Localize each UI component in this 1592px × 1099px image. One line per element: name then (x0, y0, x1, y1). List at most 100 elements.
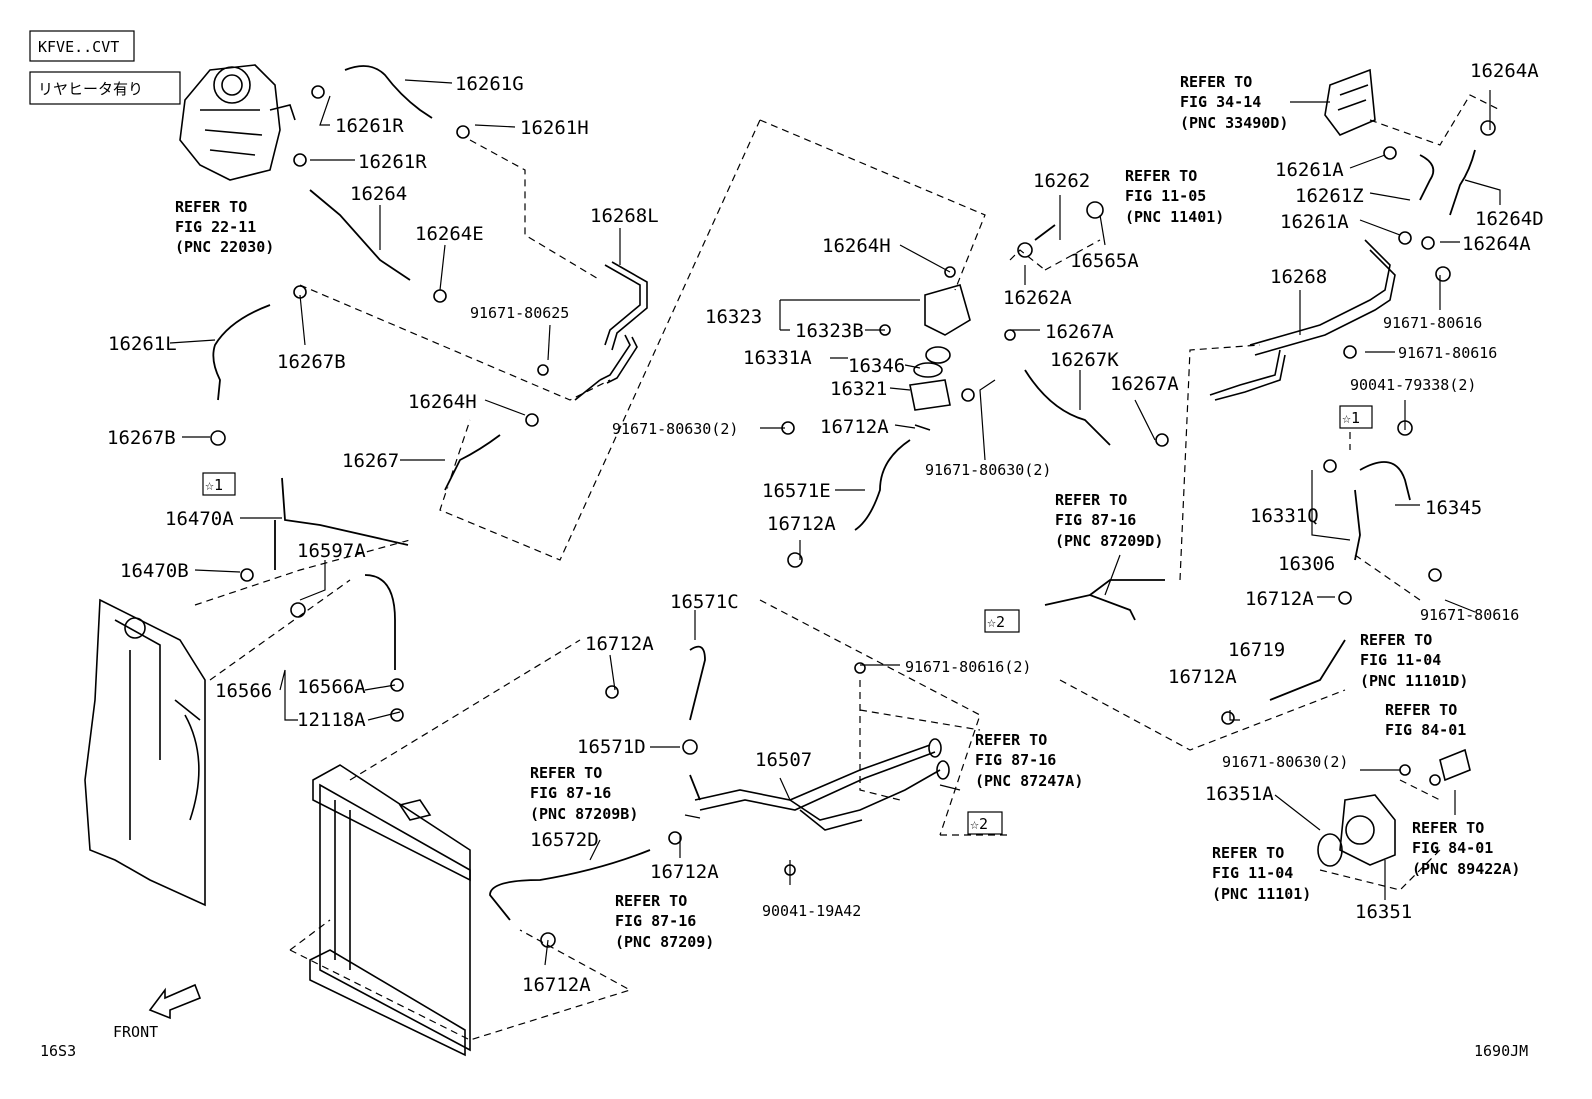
svg-text:REFER TO: REFER TO (1385, 701, 1457, 719)
svg-text:FIG 84-01: FIG 84-01 (1385, 721, 1466, 739)
svg-text:REFER TO: REFER TO (175, 198, 247, 216)
svg-text:(PNC 89422A): (PNC 89422A) (1412, 860, 1520, 878)
svg-text:☆1: ☆1 (205, 476, 223, 494)
svg-text:(PNC 87209D): (PNC 87209D) (1055, 532, 1163, 550)
oil-cooler (1324, 68, 1376, 136)
svg-text:(PNC 87209B): (PNC 87209B) (530, 805, 638, 823)
label-16712A: 16712A (650, 861, 719, 883)
svg-text:FIG 11-05: FIG 11-05 (1125, 187, 1206, 205)
svg-text:FIG 87-16: FIG 87-16 (615, 912, 696, 930)
refer-fig-11-04: REFER TO FIG 11-04 (PNC 11101) (1212, 844, 1311, 903)
label-16267K: 16267K (1050, 349, 1119, 371)
refer-fig-87-16-a: REFER TO FIG 87-16 (PNC 87247A) (975, 731, 1083, 790)
clamps (210, 85, 1496, 948)
label-16470B: 16470B (120, 560, 189, 582)
label-91671-80625: 91671-80625 (470, 304, 569, 322)
label-16262: 16262 (1033, 170, 1090, 192)
svg-text:FIG 87-16: FIG 87-16 (1055, 511, 1136, 529)
star2-tag-b: ☆2 (967, 811, 1003, 835)
svg-text:FIG 22-11: FIG 22-11 (175, 218, 256, 236)
label-16470A: 16470A (165, 508, 234, 530)
refer-throttle: REFER TO FIG 22-11 (PNC 22030) (175, 198, 274, 256)
label-16712A: 16712A (585, 633, 654, 655)
label-16261R: 16261R (335, 115, 404, 137)
svg-text:REFER TO: REFER TO (975, 731, 1047, 749)
svg-text:FIG 87-16: FIG 87-16 (530, 784, 611, 802)
svg-text:REFER TO: REFER TO (1125, 167, 1197, 185)
refer-fig-87-16-b: REFER TO FIG 87-16 (PNC 87209B) (530, 764, 638, 823)
diagram-code-left: 16S3 (40, 1042, 76, 1060)
label-16268L: 16268L (590, 205, 659, 227)
label-91671-80630: 91671-80630(2) (925, 461, 1051, 479)
leader-lines (169, 79, 1501, 966)
label-16261H: 16261H (520, 117, 589, 139)
label-16264E: 16264E (415, 223, 484, 245)
label-16264: 16264 (350, 183, 407, 205)
svg-text:(PNC 11101D): (PNC 11101D) (1360, 672, 1468, 690)
star1-tag-b: ☆1 (1339, 405, 1373, 429)
star1-tag-a: ☆1 (202, 472, 236, 496)
diagram-code-right: 1690JM (1474, 1042, 1528, 1060)
svg-text:REFER TO: REFER TO (1055, 491, 1127, 509)
label-16261L: 16261L (108, 333, 177, 355)
svg-text:FIG 84-01: FIG 84-01 (1412, 839, 1493, 857)
hoses-left (212, 65, 501, 670)
label-16268: 16268 (1270, 266, 1327, 288)
thermostat-housing (909, 284, 971, 431)
svg-text:(PNC 87209): (PNC 87209) (615, 933, 714, 951)
label-16719: 16719 (1228, 639, 1285, 661)
water-pipe-16507 (694, 738, 950, 831)
metal-pipes-left (574, 261, 648, 401)
label-16712A: 16712A (820, 416, 889, 438)
label-16346: 16346 (848, 355, 905, 377)
label-16267B: 16267B (277, 351, 346, 373)
label-16262A: 16262A (1003, 287, 1072, 309)
label-16264A: 16264A (1462, 233, 1531, 255)
label-16264D: 16264D (1475, 208, 1544, 230)
label-16323: 16323 (705, 306, 762, 328)
refer-oil-cooler: REFER TO FIG 34-14 (PNC 33490D) (1180, 73, 1288, 132)
label-16712A: 16712A (1245, 588, 1314, 610)
front-arrow (148, 983, 202, 1020)
refer-fig-11-04-d: REFER TO FIG 11-04 (PNC 11101D) (1360, 631, 1468, 690)
label-16712A: 16712A (1168, 666, 1237, 688)
label-16712A: 16712A (767, 513, 836, 535)
label-91671-80630: 91671-80630(2) (1222, 753, 1348, 771)
svg-text:(PNC 11101): (PNC 11101) (1212, 885, 1311, 903)
label-16267A: 16267A (1045, 321, 1114, 343)
label-91671-80616: 91671-80616 (1398, 344, 1497, 362)
label-16571E: 16571E (762, 480, 831, 502)
label-90041-79338: 90041-79338(2) (1350, 376, 1476, 394)
label-91671-80616: 91671-80616(2) (905, 658, 1031, 676)
tag-engine: KFVE..CVT (29, 30, 135, 62)
svg-text:FIG 11-04: FIG 11-04 (1360, 651, 1441, 669)
label-16264A: 16264A (1470, 60, 1539, 82)
svg-text:(PNC 87247A): (PNC 87247A) (975, 772, 1083, 790)
label-16323B: 16323B (795, 320, 864, 342)
label-91671-80630: 91671-80630(2) (612, 420, 738, 438)
throttle-body (179, 64, 296, 181)
label-16261Z: 16261Z (1295, 185, 1364, 207)
tag-option-text: リヤヒータ有り (38, 80, 143, 98)
svg-text:REFER TO: REFER TO (1212, 844, 1284, 862)
refer-fig-11-05: REFER TO FIG 11-05 (PNC 11401) (1125, 167, 1224, 226)
svg-text:☆2: ☆2 (970, 815, 988, 833)
label-16572D: 16572D (530, 829, 599, 851)
label-16331Q: 16331Q (1250, 505, 1319, 527)
svg-text:FIG 34-14: FIG 34-14 (1180, 93, 1261, 111)
hoses-right (1209, 149, 1476, 701)
refer-fig-87-16-d: REFER TO FIG 87-16 (PNC 87209D) (1055, 491, 1163, 550)
water-outlet-16351 (1317, 748, 1471, 867)
radiator (309, 764, 471, 1057)
label-16566: 16566 (215, 680, 272, 702)
label-16571D: 16571D (577, 736, 646, 758)
label-91671-80616: 91671-80616 (1420, 606, 1519, 624)
label-16712A: 16712A (522, 974, 591, 996)
dashed-guides (194, 94, 1501, 1041)
label-16306: 16306 (1278, 553, 1335, 575)
label-16597A: 16597A (297, 540, 366, 562)
label-16566A: 16566A (297, 676, 366, 698)
svg-text:FIG 11-04: FIG 11-04 (1212, 864, 1293, 882)
